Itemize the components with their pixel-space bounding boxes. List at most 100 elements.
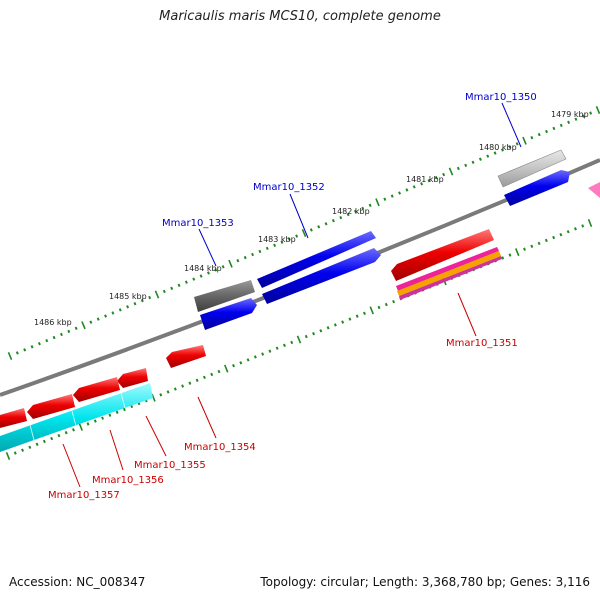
gene-edge-red[interactable] xyxy=(0,408,27,428)
scale-tick xyxy=(232,364,235,368)
scale-tick xyxy=(236,258,240,263)
scale-ticks-outer xyxy=(7,106,600,360)
scale-tick xyxy=(177,283,181,287)
scale-tick xyxy=(162,289,166,294)
scale-tick xyxy=(118,308,122,312)
scale-tick xyxy=(412,185,416,189)
gene-label-mmar10-1353[interactable]: Mmar10_1353 xyxy=(162,218,234,229)
gene-mmar10-1352-a[interactable] xyxy=(257,231,376,288)
scale-tick xyxy=(243,255,247,260)
gene-mmar10-1351[interactable] xyxy=(391,229,502,300)
scale-tick xyxy=(224,364,229,373)
scale-tick xyxy=(515,248,520,257)
forward-leaders xyxy=(198,102,522,267)
scale-tick xyxy=(427,179,431,183)
scale-tick xyxy=(420,182,424,186)
gene-label-mmar10-1350[interactable]: Mmar10_1350 xyxy=(465,92,537,103)
scale-tick xyxy=(214,268,218,272)
gene-label-mmar10-1356[interactable]: Mmar10_1356 xyxy=(92,475,164,486)
scale-tick xyxy=(377,305,381,310)
scale-tick xyxy=(101,416,105,420)
scale-tick xyxy=(275,346,279,350)
scale-tick xyxy=(574,227,577,231)
scale-tick xyxy=(559,232,563,237)
scale-tick xyxy=(140,298,144,303)
scale-tick xyxy=(221,265,225,269)
scale-tick xyxy=(81,321,86,330)
kbp-label-1481: 1481 kbp xyxy=(406,175,444,184)
scale-tick xyxy=(333,323,337,327)
scale-tick xyxy=(159,393,163,397)
scale-tick xyxy=(93,419,97,423)
scale-tick xyxy=(384,302,388,307)
scale-tick xyxy=(239,361,243,365)
scale-tick xyxy=(508,253,512,257)
scale-tick xyxy=(154,290,160,299)
scale-tick xyxy=(537,132,541,137)
scale-tick xyxy=(64,431,68,435)
gene-mmar10-1352-b[interactable] xyxy=(262,248,381,304)
scale-tick xyxy=(341,320,345,324)
accession-text: Accession: NC_008347 xyxy=(9,575,146,589)
gene-label-mmar10-1357[interactable]: Mmar10_1357 xyxy=(48,490,120,501)
gene-label-mmar10-1352[interactable]: Mmar10_1352 xyxy=(253,182,325,193)
scale-tick xyxy=(59,332,63,337)
scale-tick xyxy=(251,252,255,257)
scale-tick xyxy=(348,317,352,321)
scale-tick xyxy=(184,280,188,284)
gene-mmar10-1356[interactable] xyxy=(73,377,120,402)
gene-mmar10-1357[interactable] xyxy=(27,394,75,419)
scale-tick xyxy=(104,314,108,318)
gene-label-mmar10-1355[interactable]: Mmar10_1355 xyxy=(134,460,206,471)
gene-mmar10-1350[interactable] xyxy=(504,170,570,206)
scale-tick xyxy=(383,197,387,201)
reverse-leaders xyxy=(62,292,477,488)
scale-tick xyxy=(331,219,335,223)
scale-tick xyxy=(217,369,221,374)
scale-tick xyxy=(493,151,497,155)
gene-mmar10-1350-light[interactable] xyxy=(497,149,567,188)
scale-tick xyxy=(296,335,302,344)
scale-tick xyxy=(52,335,56,340)
scale-tick xyxy=(456,166,460,171)
scale-tick xyxy=(448,167,454,176)
scale-tick xyxy=(37,342,41,346)
scale-tick xyxy=(45,338,49,343)
scale-tick xyxy=(122,407,126,412)
scale-tick xyxy=(501,256,505,260)
scale-tick xyxy=(57,433,61,438)
scale-tick xyxy=(21,448,24,452)
scale-tick xyxy=(273,243,277,247)
scale-tick xyxy=(434,175,438,180)
gene-mmar10-1354[interactable] xyxy=(166,345,206,368)
gene-label-mmar10-1351[interactable]: Mmar10_1351 xyxy=(446,338,518,349)
scale-tick xyxy=(108,413,112,417)
kbp-label-1480: 1480 kbp xyxy=(479,143,517,152)
scale-tick xyxy=(545,129,549,134)
scale-tick xyxy=(522,136,527,145)
map-title: Maricaulis maris MCS10, complete genome xyxy=(159,9,441,24)
scale-tick xyxy=(283,343,286,347)
gene-cyan-band[interactable] xyxy=(0,383,153,452)
scale-tick xyxy=(67,329,71,334)
scale-tick xyxy=(246,358,250,362)
gene-label-mmar10-1354[interactable]: Mmar10_1354 xyxy=(184,442,256,453)
scale-tick xyxy=(595,106,600,114)
scale-tick xyxy=(324,222,328,226)
scale-tick xyxy=(363,311,366,315)
scale-tick xyxy=(50,436,54,441)
scale-tick xyxy=(355,314,359,318)
kbp-label-1484: 1484 kbp xyxy=(184,264,222,273)
scale-tick xyxy=(7,352,13,360)
scale-tick xyxy=(346,212,350,217)
scale-tick xyxy=(581,224,585,228)
gene-mmar10-1353[interactable] xyxy=(200,298,257,330)
scale-tick xyxy=(523,247,526,251)
scale-tick xyxy=(115,410,119,414)
scale-tick xyxy=(309,228,313,232)
scale-tick xyxy=(353,209,357,214)
gene-mmar10-1355[interactable] xyxy=(117,368,148,388)
scale-tick xyxy=(295,234,299,238)
gene-mmar10-1353-gray[interactable] xyxy=(194,280,255,312)
